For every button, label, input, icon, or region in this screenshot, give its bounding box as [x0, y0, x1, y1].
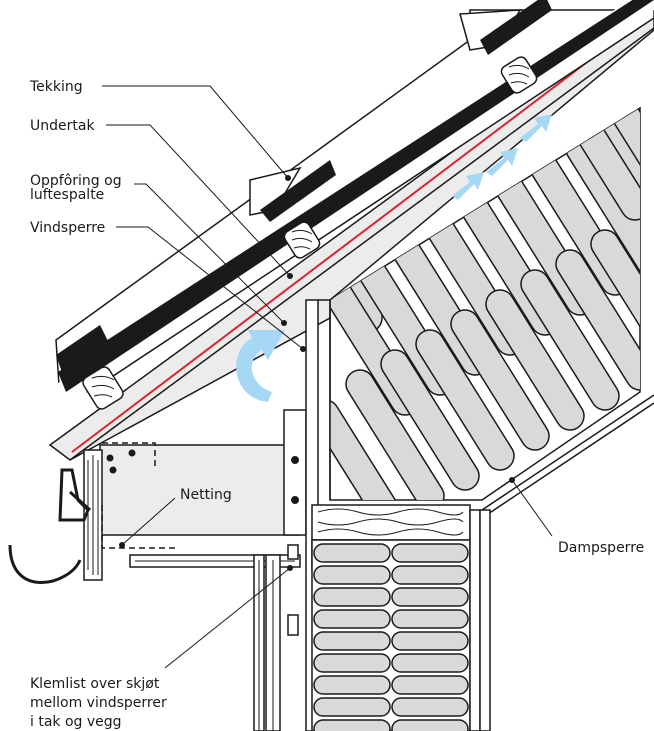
label-vindsperre: Vindsperre	[30, 220, 105, 236]
vapour-barrier-roof	[481, 394, 654, 515]
air-arrow-2	[486, 148, 518, 176]
air-flow-arrows	[236, 114, 552, 402]
label-klemlist-line3: i tak og vegg	[30, 714, 122, 730]
label-klemlist-line1: Klemlist over skjøt	[30, 676, 160, 692]
label-undertak: Undertak	[30, 118, 95, 134]
label-netting: Netting	[180, 487, 232, 503]
label-klemlist-line2: mellom vindsperrer	[30, 695, 167, 711]
batten-wood	[82, 56, 538, 410]
air-arrow-3	[520, 114, 552, 142]
label-oppforing-line1: Oppfôring og	[30, 173, 122, 189]
netting-dashed	[101, 442, 175, 549]
gutter	[8, 468, 90, 584]
air-arrow-1	[452, 172, 484, 200]
label-dampsperre: Dampsperre	[558, 540, 644, 556]
label-tekking: Tekking	[29, 79, 83, 95]
roofing-layer	[48, 0, 654, 410]
air-curved-arrow	[236, 330, 285, 402]
label-oppforing-line2: luftespalte	[30, 187, 104, 203]
roof-insulation	[329, 106, 641, 501]
wall-section	[253, 299, 491, 731]
insulation-bars	[330, 108, 640, 500]
eave-box	[8, 442, 301, 584]
labels: Tekking Undertak Oppfôring og luftespalt…	[29, 79, 644, 730]
wind-barrier-line	[71, 18, 645, 453]
leader-lines	[102, 85, 553, 669]
